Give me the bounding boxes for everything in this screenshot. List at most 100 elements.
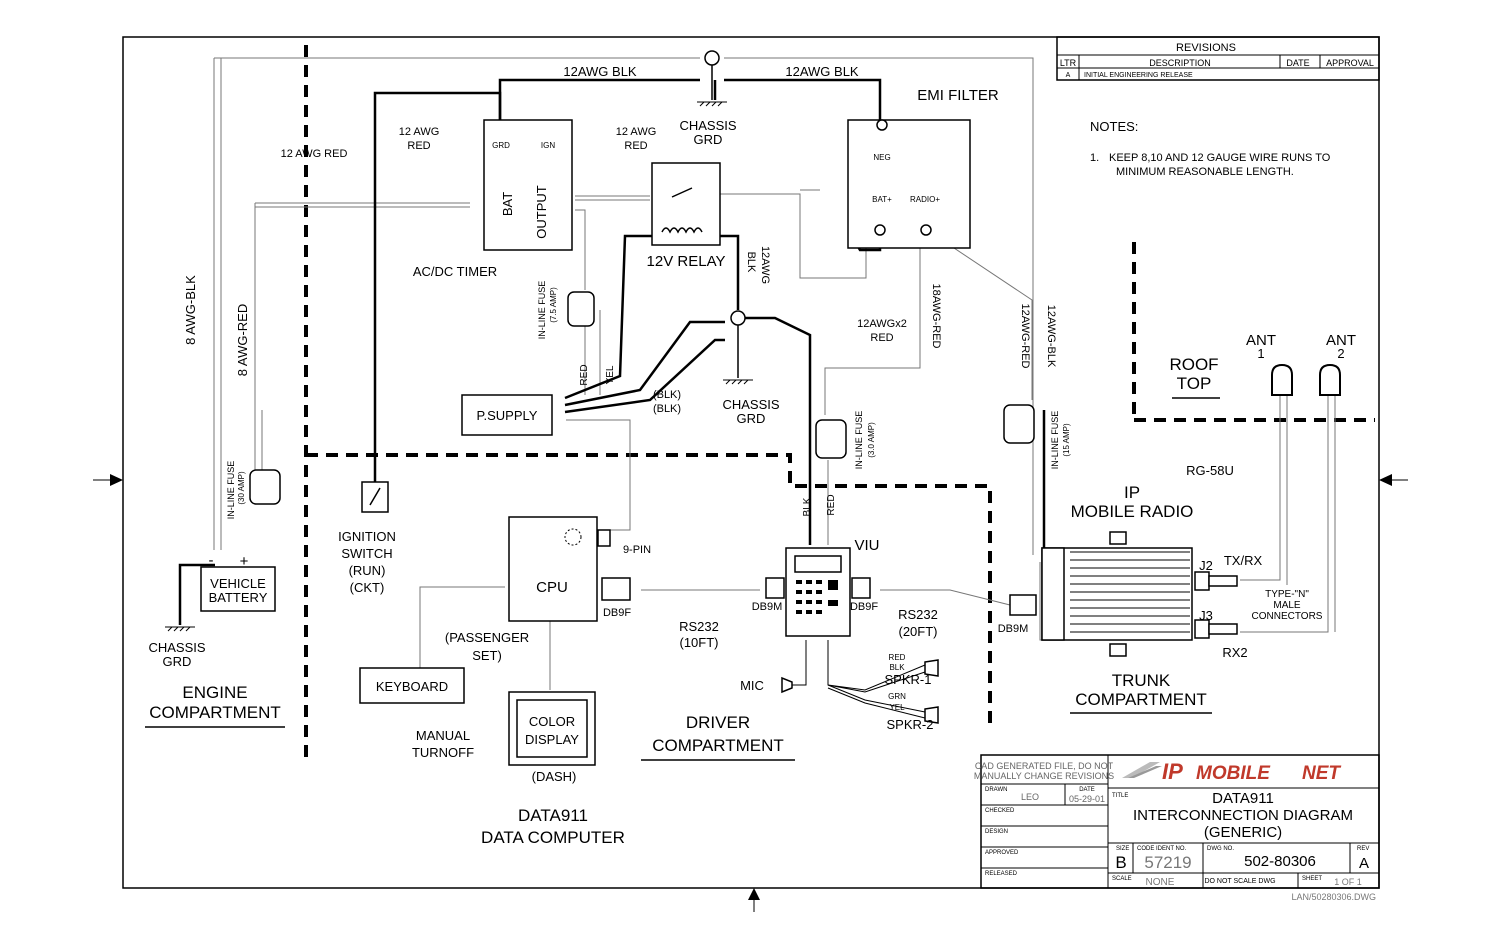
battery-pos-label: + bbox=[240, 553, 249, 570]
bottom-edge-arrow bbox=[748, 888, 760, 900]
data911-label-1: DATA911 bbox=[518, 806, 588, 825]
nine-pin-label: 9-PIN bbox=[623, 544, 651, 556]
revisions-col-date: DATE bbox=[1286, 58, 1309, 68]
cpu-box bbox=[508, 516, 598, 622]
wire-12awg-blk-v-label: 12AWG-BLK bbox=[1045, 305, 1057, 368]
spk-grn-label: GRN bbox=[888, 692, 906, 701]
timer-ign-label: IGN bbox=[541, 141, 555, 150]
revisions-col-description: DESCRIPTION bbox=[1149, 58, 1211, 68]
battery-label-2: BATTERY bbox=[209, 590, 268, 605]
ground-hub-mid bbox=[723, 310, 753, 385]
mic-speaker-wiring bbox=[781, 640, 939, 724]
ip-radio-label-1: IP bbox=[1124, 483, 1140, 502]
battery-neg-label: - bbox=[209, 552, 214, 569]
emi-radio-label: RADIO+ bbox=[910, 195, 940, 204]
passenger-label-2: SET) bbox=[472, 648, 502, 663]
j2-label: J2 bbox=[1199, 558, 1213, 573]
type-n-label-2: MALE bbox=[1273, 600, 1301, 611]
wire-12awg-blk-v-2: BLK bbox=[745, 252, 757, 273]
fuse-15-amp bbox=[1003, 404, 1035, 444]
ant1-label-1: ANT bbox=[1246, 332, 1276, 349]
wire-label-12awg-blk-left: 12AWG BLK bbox=[563, 64, 637, 79]
wire-12awg-red-b-1: 12 AWG bbox=[616, 126, 657, 138]
fuse-3-label-1: IN-LINE FUSE bbox=[854, 411, 864, 470]
antenna-1-icon bbox=[1271, 363, 1293, 396]
rs232-20ft-label-2: (20FT) bbox=[899, 624, 938, 639]
chassis-grd-top-label-2: GRD bbox=[694, 132, 723, 147]
color-display-label-1: COLOR bbox=[529, 714, 575, 729]
fuse-7-5-label-1: IN-LINE FUSE bbox=[537, 281, 547, 340]
db9m-right-label: DB9M bbox=[998, 623, 1029, 635]
cad-note-2: MANUALLY CHANGE REVISIONS bbox=[974, 771, 1114, 781]
wire-yel-label: YEL bbox=[605, 365, 616, 384]
revisions-col-approval: APPROVAL bbox=[1326, 58, 1374, 68]
roof-top-label-2: TOP bbox=[1177, 374, 1212, 393]
emi-filter-label: EMI FILTER bbox=[917, 87, 999, 104]
logo-mobile: MOBILE bbox=[1196, 763, 1271, 784]
wire-12awg-red-b-2: RED bbox=[624, 140, 647, 152]
rs232-20ft-label-1: RS232 bbox=[898, 607, 938, 622]
chassis-grd-mid-label-2: GRD bbox=[737, 411, 766, 426]
wire-12awg-red-a-2: RED bbox=[407, 140, 430, 152]
spk-red-label: RED bbox=[889, 653, 906, 662]
notes-item-number: 1. bbox=[1090, 152, 1099, 164]
fuse-3-amp bbox=[815, 419, 847, 459]
driver-compartment-label-1: DRIVER bbox=[686, 713, 750, 732]
rs232-10ft-label-2: (10FT) bbox=[680, 635, 719, 650]
ipmobilenet-logo: IP MOBILE NET bbox=[1122, 759, 1341, 784]
keyboard-label: KEYBOARD bbox=[376, 679, 448, 694]
spkr1-label: SPKR-1 bbox=[885, 672, 932, 687]
ignition-label-4: (CKT) bbox=[350, 580, 385, 595]
revisions-row-ltr: A bbox=[1066, 72, 1071, 79]
data911-label-2: DATA COMPUTER bbox=[481, 828, 625, 847]
chassis-grd-mid-label-1: CHASSIS bbox=[722, 397, 779, 412]
ground-hub-top bbox=[697, 50, 727, 107]
ignition-label-1: IGNITION bbox=[338, 529, 396, 544]
chassis-grd-bat-label-1: CHASSIS bbox=[148, 640, 205, 655]
viu-blk-label: BLK bbox=[802, 497, 813, 516]
wire-18awg-red-label: 18AWG-RED bbox=[930, 284, 942, 349]
passenger-label-1: (PASSENGER bbox=[445, 630, 529, 645]
vehicle-battery-box bbox=[200, 566, 276, 612]
viu-red-label: RED bbox=[826, 494, 837, 515]
noscale-label: DO NOT SCALE DWG bbox=[1204, 878, 1275, 885]
wire-8awg-red-label: 8 AWG-RED bbox=[235, 304, 250, 376]
drawn-label: DRAWN bbox=[985, 787, 1007, 793]
wire-12awg-red-a-1: 12 AWG bbox=[399, 126, 440, 138]
title-line-3: (GENERIC) bbox=[1204, 824, 1282, 841]
ignition-label-2: SWITCH bbox=[341, 546, 392, 561]
revisions-title: REVISIONS bbox=[1176, 42, 1236, 54]
ant2-label-2: 2 bbox=[1337, 346, 1344, 361]
acdc-timer-label: AC/DC TIMER bbox=[413, 264, 497, 279]
left-edge-arrow bbox=[110, 474, 123, 486]
acdc-timer-box bbox=[483, 119, 573, 251]
j3-label: J3 bbox=[1199, 608, 1213, 623]
fuse-3-label-2: (3.0 AMP) bbox=[867, 422, 876, 458]
db9f-left-label: DB9F bbox=[603, 607, 631, 619]
emi-bat-label: BAT+ bbox=[872, 195, 892, 204]
drawing-border bbox=[122, 36, 1380, 889]
design-label: DESIGN bbox=[985, 829, 1008, 835]
battery-label-1: VEHICLE bbox=[210, 576, 266, 591]
fuse-30-label-1: IN-LINE FUSE bbox=[226, 461, 236, 520]
viu-keypad bbox=[796, 580, 838, 614]
rx2-label: RX2 bbox=[1222, 645, 1247, 660]
trunk-compartment-label-1: TRUNK bbox=[1112, 671, 1171, 690]
color-display-label-2: DISPLAY bbox=[525, 732, 579, 747]
manual-turnoff-label-2: TURNOFF bbox=[412, 745, 474, 760]
title-line-2: INTERCONNECTION DIAGRAM bbox=[1133, 807, 1353, 824]
fuse-30-label-2: (30 AMP) bbox=[237, 471, 246, 505]
wire-12awg-red-c: 12 AWG RED bbox=[281, 148, 348, 160]
size-label: SIZE bbox=[1116, 846, 1129, 852]
ant2-label-1: ANT bbox=[1326, 332, 1356, 349]
roof-top-label-1: ROOF bbox=[1169, 355, 1218, 374]
cpu-label: CPU bbox=[536, 579, 568, 596]
code-value: 57219 bbox=[1144, 853, 1191, 872]
ignition-label-3: (RUN) bbox=[349, 563, 386, 578]
fuse-7-5-label-2: (7.5 AMP) bbox=[549, 287, 558, 323]
wire-12awgx2-label-2: RED bbox=[870, 332, 893, 344]
title-label: TITLE bbox=[1112, 793, 1128, 799]
drawn-value: LEO bbox=[1021, 792, 1039, 802]
notes-item-line1: KEEP 8,10 AND 12 GAUGE WIRE RUNS TO bbox=[1109, 152, 1331, 164]
scale-label: SCALE bbox=[1112, 876, 1132, 882]
